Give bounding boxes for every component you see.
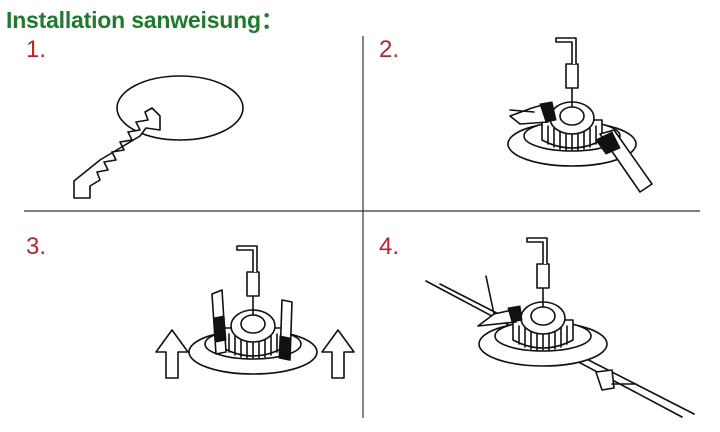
step-number-3: 3. bbox=[26, 233, 47, 260]
step-3-push-up bbox=[155, 245, 355, 379]
step-number-2: 2. bbox=[379, 36, 400, 63]
arrow-up-right-icon bbox=[321, 329, 355, 379]
spring-clip-left bbox=[477, 309, 517, 327]
spring-clip-right bbox=[595, 369, 615, 391]
step-2-fold-springs bbox=[507, 37, 653, 193]
step-number-1: 1. bbox=[26, 36, 47, 63]
step-1-cut-hole bbox=[73, 75, 244, 199]
step-number-4: 4. bbox=[379, 233, 400, 260]
saw-blade-icon bbox=[73, 107, 161, 199]
arrow-up-left-icon bbox=[155, 329, 189, 379]
step-4-mount bbox=[425, 237, 695, 418]
ceiling-hole-outline bbox=[116, 75, 244, 141]
page-title: Installation sanweisung： bbox=[6, 7, 284, 33]
